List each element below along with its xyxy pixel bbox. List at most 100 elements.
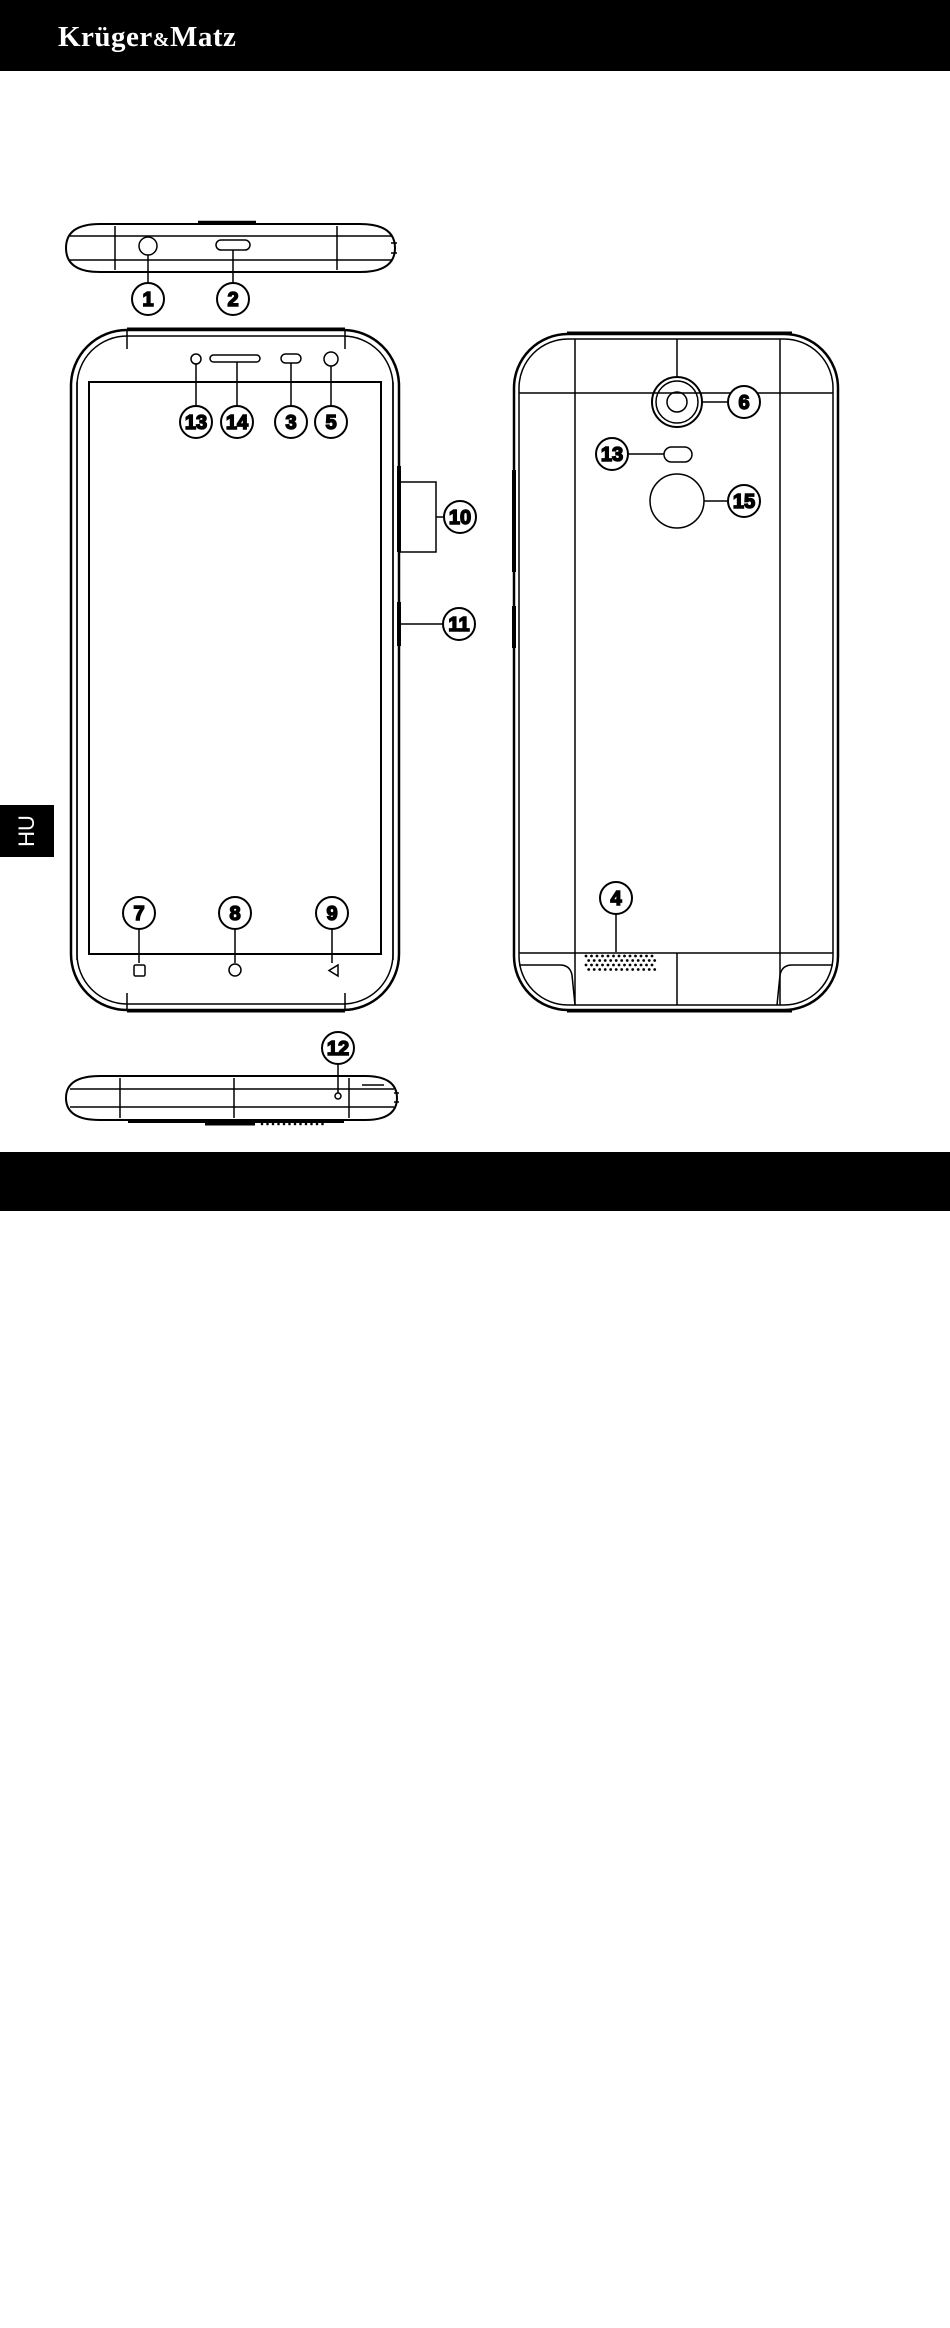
speaker-hole [648,959,651,962]
callout-15: 15 [728,485,760,517]
flash-icon [664,447,692,462]
speaker-hole [651,955,654,958]
recent-apps-icon [134,965,145,976]
speaker-hole [653,959,656,962]
speaker-hole [623,964,626,967]
speaker-hole [618,964,621,967]
bottom-edge-view [66,1064,399,1125]
speaker-hole [596,955,599,958]
led-indicator-icon [281,354,301,363]
speaker-hole [645,955,648,958]
bottom-speaker-hole [310,1123,313,1126]
speaker-hole [640,955,643,958]
speaker-hole [612,964,615,967]
speaker-hole [631,959,634,962]
earpiece-icon [210,355,260,362]
bottom-speaker-hole [321,1123,324,1126]
bottom-speaker-hole [272,1123,275,1126]
speaker-hole [645,964,648,967]
bottom-speaker-hole [261,1123,264,1126]
svg-text:8: 8 [229,903,240,925]
microphone-hole-icon [335,1093,341,1099]
callout-9: 9 [316,897,348,929]
usb-port-icon [216,240,250,250]
svg-text:9: 9 [326,903,337,925]
speaker-hole [634,955,637,958]
svg-text:15: 15 [733,491,755,513]
callout-12: 12 [322,1032,354,1064]
speaker-hole [631,968,634,971]
speaker-hole [607,955,610,958]
callout-3: 3 [275,406,307,438]
svg-text:5: 5 [325,412,336,434]
callout-1: 1 [132,283,164,315]
callout-10: 10 [444,501,476,533]
bottom-speaker-hole [266,1123,269,1126]
speaker-hole [585,955,588,958]
speaker-hole [607,964,610,967]
svg-text:7: 7 [133,903,144,925]
callout-14: 14 [221,406,253,438]
bottom-speaker-hole [299,1123,302,1126]
callout-8: 8 [219,897,251,929]
speaker-hole [642,959,645,962]
bottom-speaker-dots-icon [261,1123,324,1126]
speaker-hole [648,968,651,971]
speaker-hole [634,964,637,967]
bottom-speaker-hole [294,1123,297,1126]
speaker-hole [629,964,632,967]
callout-7: 7 [123,897,155,929]
bottom-speaker-hole [316,1123,319,1126]
bottom-speaker-hole [305,1123,308,1126]
speaker-hole [587,959,590,962]
svg-text:6: 6 [738,392,749,414]
speaker-hole [585,964,588,967]
speaker-hole [598,959,601,962]
speaker-hole [651,964,654,967]
speaker-hole [623,955,626,958]
speaker-hole [615,959,618,962]
bottom-speaker-hole [277,1123,280,1126]
headphone-jack-icon [139,237,157,255]
back-icon [329,965,338,976]
svg-text:14: 14 [226,412,249,434]
callout-2: 2 [217,283,249,315]
svg-text:13: 13 [185,412,207,434]
speaker-hole [620,968,623,971]
speaker-hole [626,959,629,962]
callout-13-back: 13 [596,438,628,470]
callout-4: 4 [600,882,632,914]
speaker-hole [637,968,640,971]
speaker-hole [653,968,656,971]
home-icon [229,964,241,976]
bottom-speaker-hole [283,1123,286,1126]
svg-text:1: 1 [142,289,153,311]
speaker-hole [598,968,601,971]
speaker-hole [612,955,615,958]
speaker-hole [637,959,640,962]
speaker-hole [601,964,604,967]
speaker-hole [590,964,593,967]
svg-text:13: 13 [601,444,623,466]
speaker-hole [604,968,607,971]
speaker-hole [620,959,623,962]
callout-5: 5 [315,406,347,438]
speaker-hole [618,955,621,958]
speaker-hole [604,959,607,962]
callout-6: 6 [728,386,760,418]
light-sensor-icon [191,354,201,364]
svg-text:2: 2 [227,289,238,311]
speaker-hole [609,959,612,962]
speaker-hole [587,968,590,971]
speaker-hole [609,968,612,971]
callout-11: 11 [443,608,475,640]
callout-13-front: 13 [180,406,212,438]
page-number-box [54,2304,112,2328]
phone-diagram: 1 2 13 14 3 5 10 11 7 8 9 6 13 15 4 12 [0,0,950,1211]
svg-text:10: 10 [449,507,471,529]
bottom-speaker-hole [288,1123,291,1126]
speaker-hole [590,955,593,958]
svg-text:11: 11 [448,614,469,636]
back-view [514,333,838,1011]
rear-camera-icon [652,377,702,427]
